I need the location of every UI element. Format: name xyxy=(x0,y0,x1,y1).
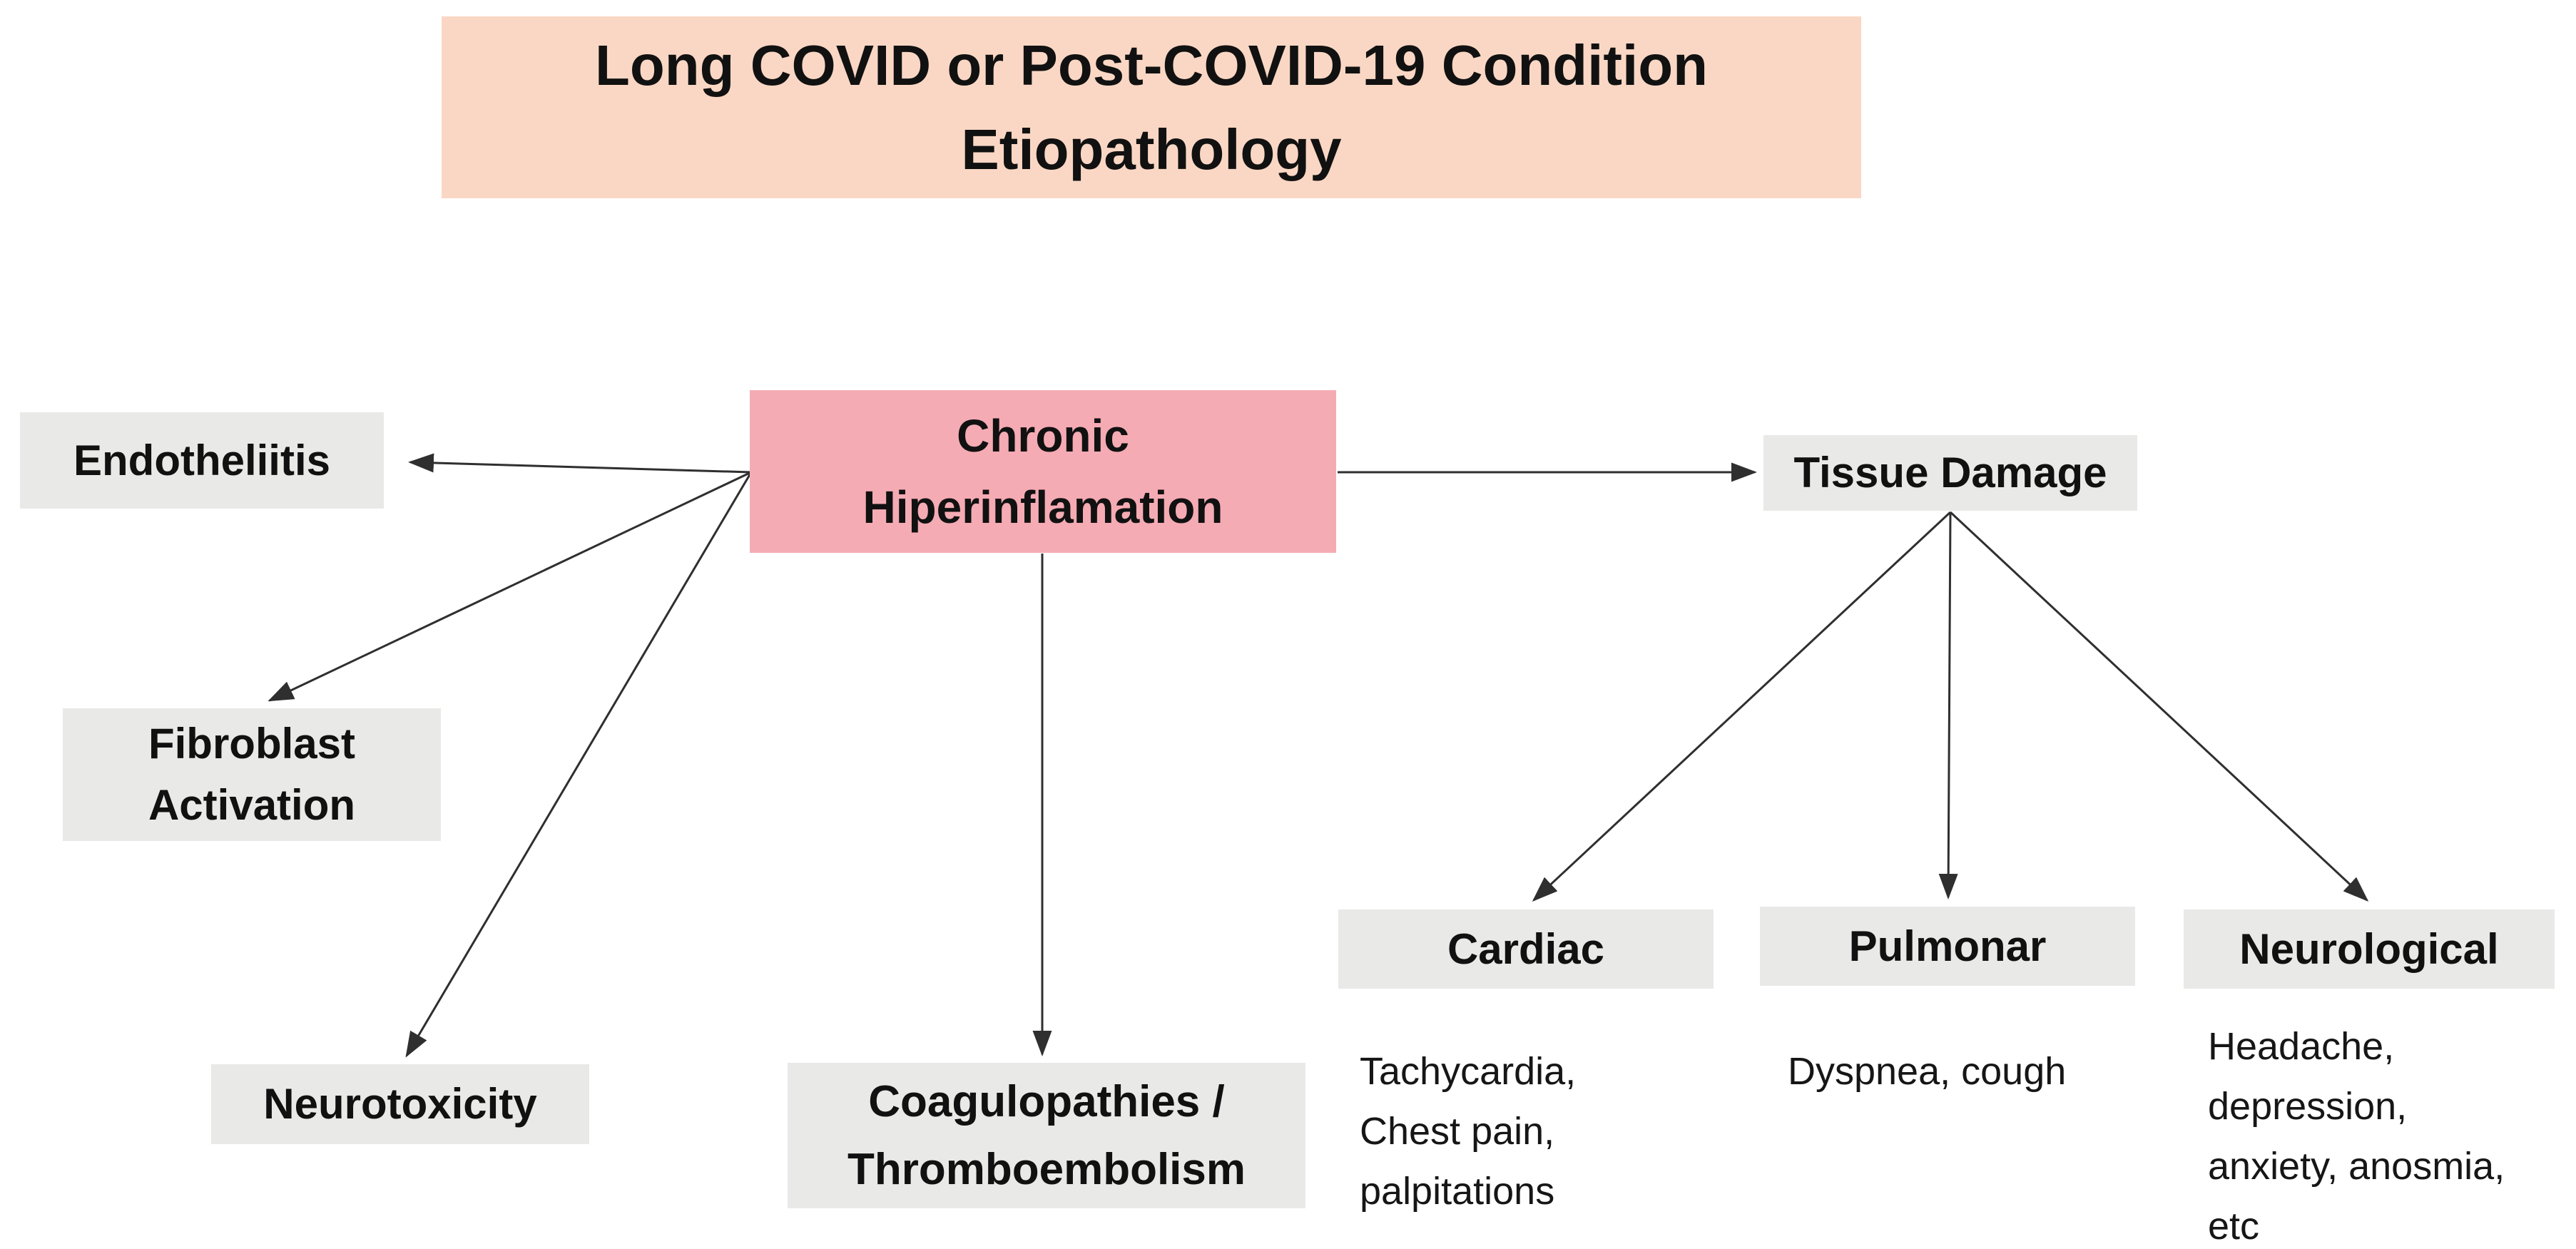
diagram-title-line-1: Long COVID or Post-COVID-19 Condition xyxy=(595,33,1708,97)
neurological-symptoms-text: Headache, depression, anxiety, anosmia, … xyxy=(2208,1016,2505,1249)
node-endotheliitis-label: Endotheliitis xyxy=(73,436,330,484)
neurological-symptom-line: etc xyxy=(2208,1205,2260,1248)
neurological-symptom-line: anxiety, anosmia, xyxy=(2208,1145,2505,1188)
diagram-title-line-2: Etiopathology xyxy=(961,117,1342,181)
node-coagulopathies-line-1: Coagulopathies / xyxy=(868,1077,1225,1126)
pulmonar-symptoms-text: Dyspnea, cough xyxy=(1788,1041,2066,1101)
node-neurotoxicity: Neurotoxicity xyxy=(211,1064,589,1144)
diagram-title-box: Long COVID or Post-COVID-19 Condition Et… xyxy=(442,16,1861,198)
cardiac-symptom-line: palpitations xyxy=(1360,1170,1555,1213)
node-pulmonar-label: Pulmonar xyxy=(1848,922,2047,970)
node-chronic-hyperinflammation-line-1: Chronic xyxy=(957,410,1129,462)
node-coagulopathies-line-2: Thromboembolism xyxy=(847,1145,1246,1194)
node-coagulopathies-thromboembolism: Coagulopathies / Thromboembolism xyxy=(788,1063,1305,1208)
node-cardiac-label: Cardiac xyxy=(1447,924,1605,973)
node-fibroblast-activation-line-1: Fibroblast xyxy=(148,720,355,768)
node-chronic-hyperinflammation-line-2: Hiperinflamation xyxy=(862,481,1223,533)
node-neurological: Neurological xyxy=(2184,909,2555,989)
cardiac-symptom-line: Tachycardia, xyxy=(1360,1050,1577,1093)
node-tissue-damage-label: Tissue Damage xyxy=(1793,449,2107,496)
arrow-center-to-coagulopathies-left xyxy=(405,471,753,1058)
pulmonar-symptom-line: Dyspnea, cough xyxy=(1788,1050,2067,1093)
arrow-center-to-endotheliitis xyxy=(408,453,752,474)
arrow-tissue-to-neurological xyxy=(1949,511,2369,902)
neurological-symptom-line: Headache, xyxy=(2208,1025,2395,1068)
node-endotheliitis: Endotheliitis xyxy=(20,412,384,509)
cardiac-symptoms-text: Tachycardia, Chest pain, palpitations xyxy=(1360,1041,1576,1221)
node-neurological-label: Neurological xyxy=(2239,924,2499,973)
arrow-tissue-to-cardiac xyxy=(1532,511,1952,902)
node-fibroblast-activation: Fibroblast Activation xyxy=(63,708,441,841)
node-cardiac: Cardiac xyxy=(1338,909,1714,989)
node-fibroblast-activation-line-2: Activation xyxy=(148,781,356,829)
node-pulmonar: Pulmonar xyxy=(1760,907,2135,986)
neurological-symptom-line: depression, xyxy=(2208,1085,2408,1128)
node-chronic-hyperinflammation: Chronic Hiperinflamation xyxy=(750,390,1336,553)
arrow-tissue-to-pulmonar xyxy=(1938,511,1958,899)
node-neurotoxicity-label: Neurotoxicity xyxy=(263,1080,537,1128)
node-tissue-damage: Tissue Damage xyxy=(1763,435,2137,511)
cardiac-symptom-line: Chest pain, xyxy=(1360,1110,1555,1153)
